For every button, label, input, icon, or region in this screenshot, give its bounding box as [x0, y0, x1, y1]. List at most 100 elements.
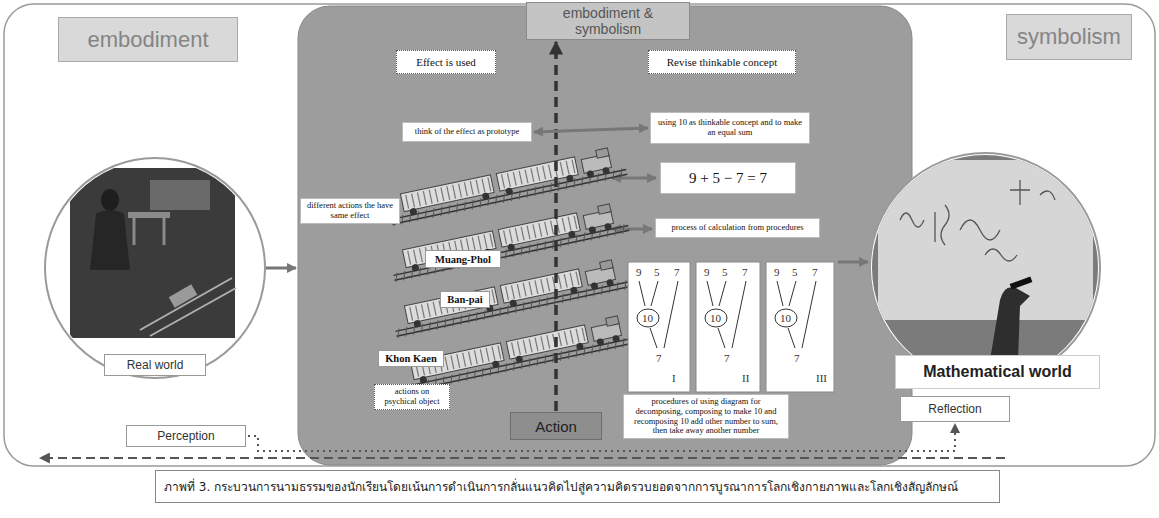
- wheel: [576, 342, 584, 350]
- diagram-number: 10: [710, 312, 721, 324]
- sleeper: [482, 310, 487, 319]
- sleeper: [537, 299, 542, 308]
- wheel: [602, 167, 610, 175]
- sleeper: [580, 177, 585, 186]
- phase-box: Effect is used: [396, 50, 496, 74]
- diagram-number: 5: [792, 266, 798, 278]
- sleeper: [600, 285, 605, 294]
- wagon-stripe: [551, 221, 554, 235]
- wheel: [612, 335, 620, 343]
- note-box: procedures of using diagram for decompos…: [623, 394, 789, 439]
- sleeper: [541, 185, 546, 194]
- toy-train: [390, 257, 631, 338]
- node-text: Mathematical world: [923, 363, 1071, 381]
- wagon-stripe: [453, 185, 456, 199]
- sleeper: [478, 198, 483, 207]
- sleeper: [404, 327, 409, 336]
- wagon-stripe: [509, 229, 512, 243]
- connector: [534, 128, 648, 132]
- center-panel: [298, 6, 912, 465]
- node-text: actions on psychical object: [378, 387, 446, 407]
- wagon-stripe: [547, 335, 550, 349]
- diagram-number: 9: [704, 266, 710, 278]
- wagon-stripe: [470, 181, 473, 195]
- sleeper: [470, 200, 475, 209]
- wagon-stripe: [545, 222, 548, 236]
- sleeper: [439, 207, 444, 216]
- photo-light: [150, 180, 210, 210]
- sleeper: [590, 345, 595, 354]
- wheel: [590, 282, 598, 290]
- wheel: [606, 279, 614, 287]
- wagon-stripe: [472, 237, 475, 251]
- sleeper: [396, 329, 401, 338]
- sleeper: [545, 297, 550, 306]
- cab: [596, 148, 609, 158]
- sleeper: [447, 205, 452, 214]
- sleeper: [506, 305, 511, 314]
- wagon-stripe: [482, 179, 485, 193]
- wagon-stripe: [502, 174, 505, 188]
- wagon-stripe: [419, 248, 422, 262]
- wagon-stripe: [423, 191, 426, 205]
- world-label: Mathematical world: [895, 355, 1100, 389]
- diagram-number: 9: [636, 266, 642, 278]
- wagon-stripe: [539, 223, 542, 237]
- note-box: actions on psychical object: [374, 384, 450, 410]
- sleeper: [598, 229, 603, 238]
- wagon-stripe: [572, 160, 575, 174]
- wagon-stripe: [412, 194, 415, 208]
- whiteboard: [878, 160, 1093, 320]
- wagon-stripe: [533, 224, 536, 238]
- sleeper: [394, 273, 399, 282]
- wagon-stripe: [414, 250, 417, 264]
- note-box: using 10 as thinkable concept and to mak…: [650, 112, 810, 144]
- wagon-stripe: [484, 235, 487, 249]
- sleeper: [449, 375, 454, 384]
- sleeper: [494, 195, 499, 204]
- handwriting: [900, 180, 1055, 261]
- station-label: Muang-Phol: [425, 250, 501, 268]
- wagon-stripe: [435, 189, 438, 203]
- wagon-stripe: [560, 162, 563, 176]
- wagon-stripe: [558, 275, 561, 289]
- wagon-stripe: [527, 226, 530, 240]
- diagram-panel: [696, 262, 760, 392]
- sleeper: [584, 289, 589, 298]
- diagram-number: 5: [654, 266, 660, 278]
- sleeper: [527, 244, 532, 253]
- wheel: [411, 263, 419, 271]
- wagon-stripe: [570, 330, 573, 344]
- wagon-stripe: [521, 227, 524, 241]
- wheel: [604, 223, 612, 231]
- sleeper: [472, 370, 477, 379]
- diagram-number: 7: [724, 352, 730, 364]
- node-text: Reflection: [928, 402, 981, 416]
- wagon-stripe: [492, 347, 495, 361]
- node-text: different actions the have same effect: [304, 201, 396, 221]
- wagon: [506, 325, 588, 359]
- sleeper: [615, 282, 620, 291]
- wheel: [570, 286, 578, 294]
- toy-car: [169, 284, 198, 307]
- arm: [990, 287, 1030, 360]
- photo-ground: [868, 150, 1103, 390]
- wagon-stripe: [429, 190, 432, 204]
- sleeper: [498, 307, 503, 316]
- wagon-stripe: [488, 177, 491, 191]
- board-photo: [868, 150, 1103, 390]
- diagram-number: 10: [780, 312, 791, 324]
- sleeper: [558, 238, 563, 247]
- node-text: procedures of using diagram for decompos…: [627, 397, 785, 436]
- wagon-stripe: [490, 233, 493, 247]
- wheel: [515, 355, 523, 363]
- wagon-stripe: [535, 338, 538, 352]
- person-body: [90, 210, 130, 270]
- photo-ground: [70, 168, 235, 338]
- sleeper: [459, 315, 464, 324]
- world-heading: embodiment: [58, 17, 238, 62]
- wagon-stripe: [427, 303, 430, 317]
- phase-label: Reflection: [900, 396, 1010, 422]
- wagon-stripe: [525, 170, 528, 184]
- wheel: [588, 226, 596, 234]
